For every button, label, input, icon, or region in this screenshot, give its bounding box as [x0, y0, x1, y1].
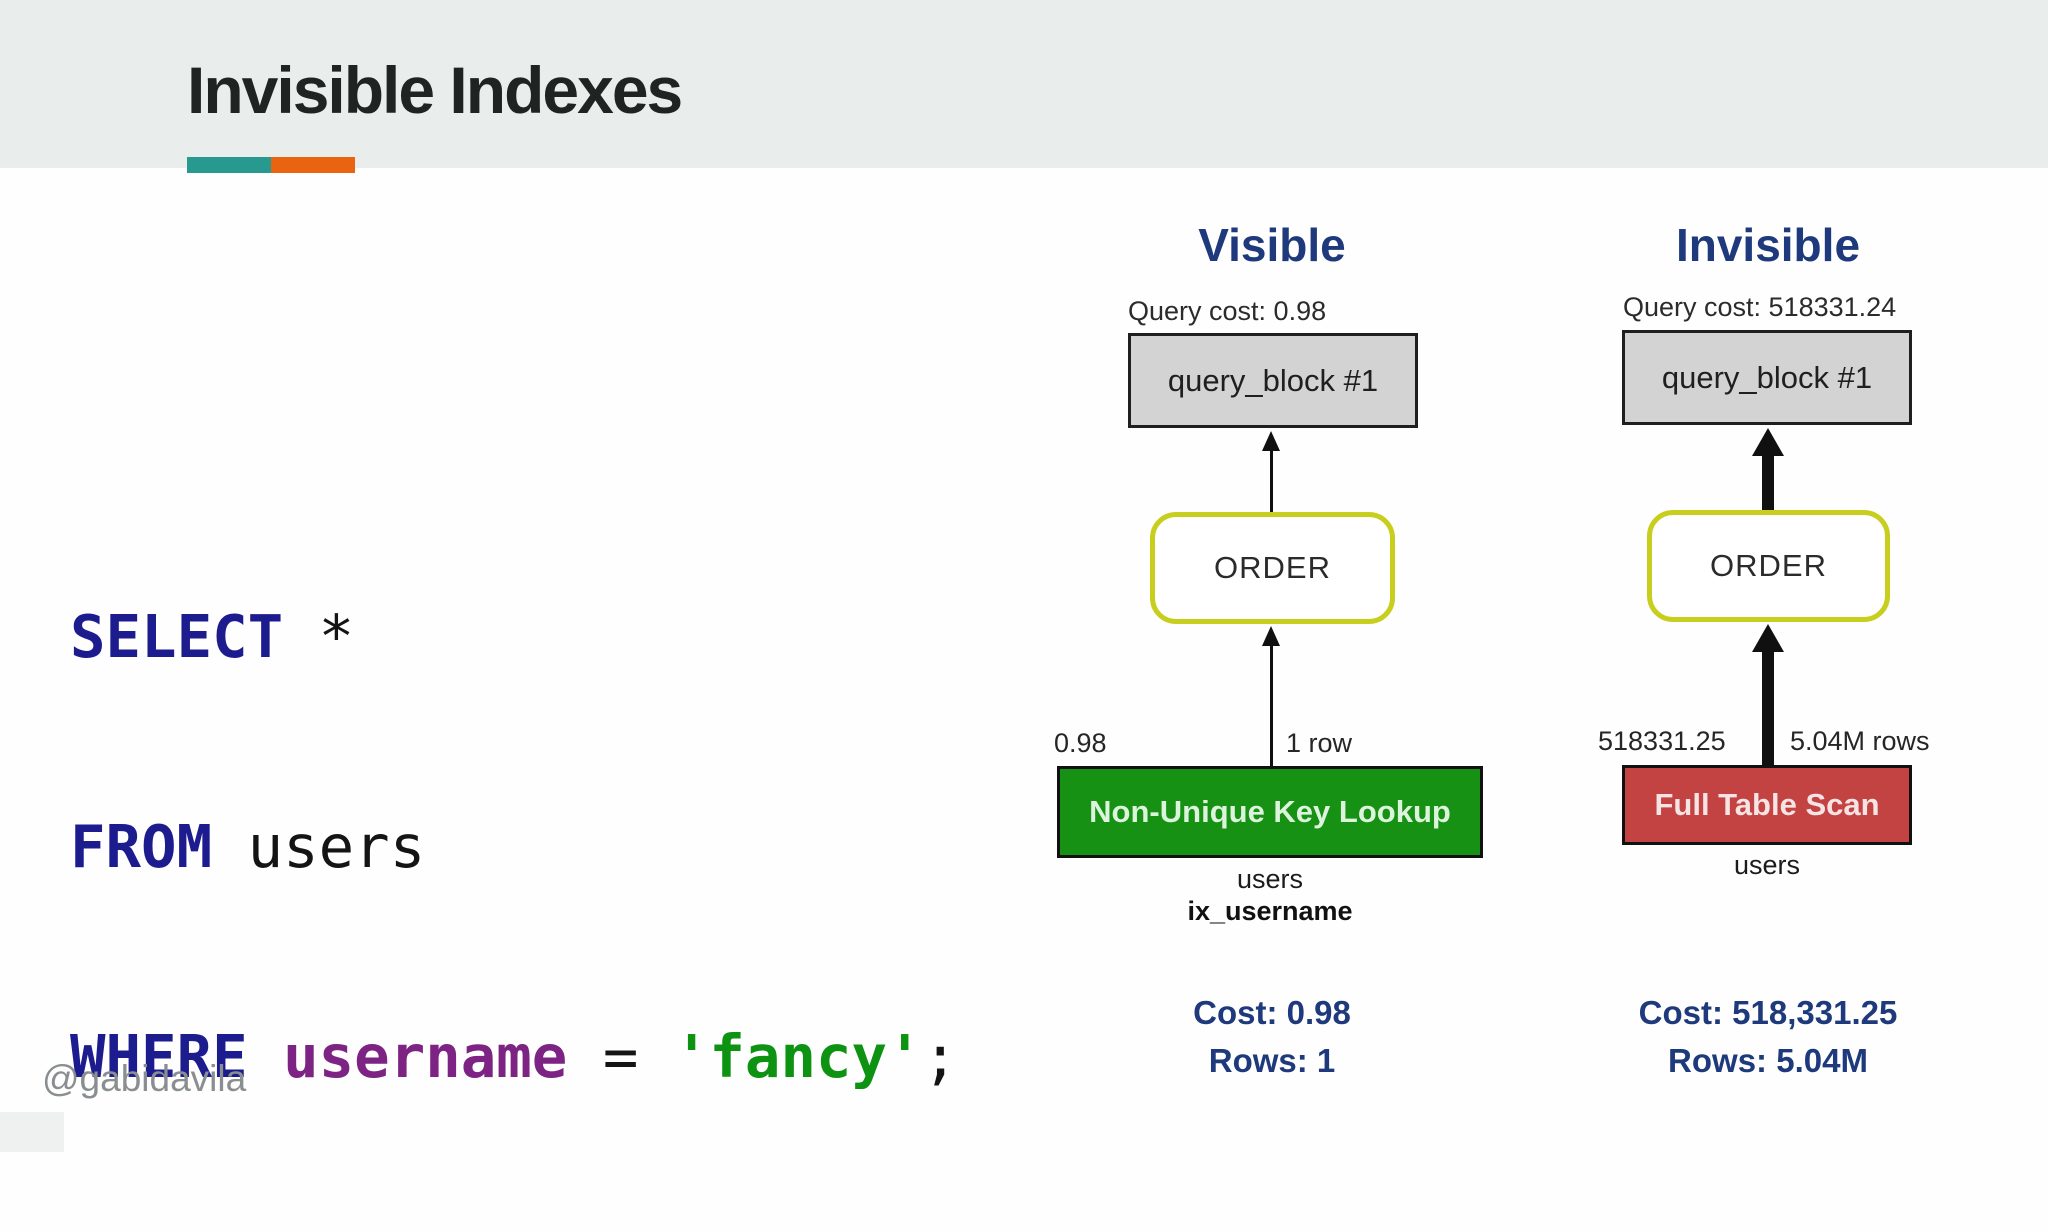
sql-semicolon: ;	[922, 1022, 959, 1091]
sql-equals: =	[567, 1022, 674, 1091]
invisible-query-cost-label: Query cost: 518331.24	[1623, 292, 1897, 322]
sql-line-where: WHERE username = 'fancy';	[70, 1022, 958, 1092]
visible-table-name: users	[1236, 864, 1304, 894]
visible-query-cost-label: Query cost: 0.98	[1128, 296, 1327, 326]
sql-string-literal: 'fancy'	[673, 1022, 923, 1091]
sql-star: *	[283, 602, 355, 671]
invisible-arrow-up-icon-lower	[1752, 624, 1784, 652]
author-handle: @gabidavila	[42, 1058, 247, 1099]
visible-arrow-up-icon	[1262, 431, 1280, 451]
slide-header: Invisible Indexes	[0, 0, 2048, 168]
invisible-scan-node: Full Table Scan	[1622, 765, 1912, 845]
title-underline-teal	[187, 157, 271, 173]
sql-line-select: SELECT *	[70, 602, 958, 672]
title-underline	[187, 157, 355, 173]
visible-edge-rows-label: 1 row	[1286, 728, 1353, 758]
invisible-table-name: users	[1733, 850, 1801, 880]
visible-query-block-node: query_block #1	[1128, 333, 1418, 428]
sql-table-name: users	[212, 812, 426, 881]
sql-code-block: SELECT * FROM users WHERE username = 'fa…	[70, 462, 958, 1232]
visible-arrow-connector-bottom	[1270, 644, 1273, 766]
visible-summary-rows: Rows: 1	[1208, 1042, 1336, 1079]
visible-plan-heading: Visible	[1198, 219, 1346, 271]
visible-index-name: ix_username	[1187, 896, 1353, 926]
invisible-arrow-up-icon	[1752, 428, 1784, 456]
invisible-order-node: ORDER	[1647, 510, 1890, 622]
visible-order-node: ORDER	[1150, 512, 1395, 624]
visible-arrow-up-icon-lower	[1262, 626, 1280, 646]
invisible-arrow-connector-top	[1762, 452, 1774, 512]
sql-line-from: FROM users	[70, 812, 958, 882]
visible-arrow-connector-top	[1270, 449, 1273, 515]
visible-scan-node: Non-Unique Key Lookup	[1057, 766, 1483, 858]
sql-keyword-where: WHERE	[70, 1022, 248, 1091]
invisible-plan-heading: Invisible	[1675, 219, 1861, 271]
invisible-arrow-connector-bottom	[1762, 648, 1774, 766]
invisible-query-block-node: query_block #1	[1622, 330, 1912, 425]
visible-summary-cost: Cost: 0.98	[1193, 994, 1351, 1031]
page-title: Invisible Indexes	[187, 53, 683, 127]
title-underline-orange	[271, 157, 355, 173]
invisible-summary-cost: Cost: 518,331.25	[1638, 994, 1898, 1031]
invisible-edge-cost-label: 518331.25	[1598, 726, 1726, 756]
visible-edge-cost-label: 0.98	[1054, 728, 1107, 758]
sql-column-name: username	[247, 1022, 568, 1091]
invisible-summary-rows: Rows: 5.04M	[1668, 1042, 1868, 1079]
bottom-left-corner-strip	[0, 1112, 64, 1152]
slide: Invisible Indexes SELECT * FROM users WH…	[0, 0, 2048, 1152]
sql-keyword-from: FROM	[70, 812, 213, 881]
sql-keyword-select: SELECT	[70, 602, 284, 671]
invisible-edge-rows-label: 5.04M rows	[1790, 726, 1930, 756]
